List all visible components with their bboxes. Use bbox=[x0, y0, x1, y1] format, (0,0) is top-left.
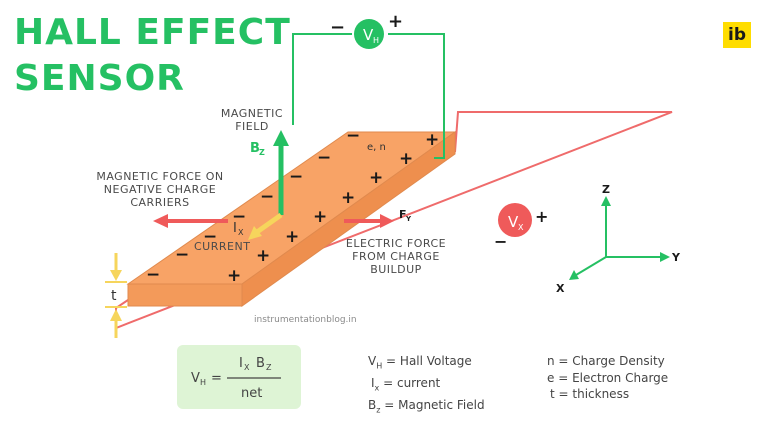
legend-symbol: V bbox=[368, 354, 377, 368]
legend-item: e = Electron Charge bbox=[547, 370, 669, 385]
magnetic-field-line-1: MAGNETIC bbox=[220, 107, 284, 120]
title-line-2: SENSOR bbox=[14, 58, 185, 99]
thickness-label: t bbox=[111, 288, 117, 304]
page-title: HALL EFFECT SENSOR bbox=[14, 10, 291, 102]
minus-charge: − bbox=[232, 207, 246, 227]
minus-charge: − bbox=[146, 265, 160, 285]
ix-sub: X bbox=[238, 228, 244, 237]
vx-minus: − bbox=[494, 232, 507, 251]
legend-text: = Magnetic Field bbox=[380, 397, 485, 412]
formula-num-b-sub: Z bbox=[266, 363, 272, 372]
positive-charges: + + + + + + + + bbox=[227, 130, 439, 286]
ib-logo: ib bbox=[723, 22, 751, 48]
fy-label: F bbox=[399, 208, 407, 221]
axis-z-label: Z bbox=[602, 183, 610, 196]
plus-charge: + bbox=[369, 168, 383, 188]
vx-meter: V X − + bbox=[494, 203, 548, 251]
magnetic-force-label: MAGNETIC FORCE ON NEGATIVE CHARGE CARRIE… bbox=[85, 170, 235, 209]
legend-symbol: B bbox=[368, 397, 377, 412]
plus-charge: + bbox=[341, 188, 355, 208]
formula-lhs-sub: H bbox=[200, 378, 206, 387]
magnetic-field-line-2: FIELD bbox=[235, 120, 269, 133]
axis-y-label: Y bbox=[671, 251, 681, 264]
negative-charges: − − − − − − − − bbox=[146, 126, 360, 285]
legend-item: Ix = current bbox=[368, 375, 485, 397]
plus-charge: + bbox=[425, 130, 439, 150]
formula-num-i: I bbox=[239, 356, 243, 371]
vh-meter-sub: H bbox=[373, 36, 379, 45]
legend-item: t = thickness bbox=[550, 387, 630, 401]
hall-voltage-wire bbox=[292, 33, 445, 159]
vx-meter-sub: X bbox=[518, 223, 524, 232]
ix-label: I bbox=[233, 221, 237, 236]
legend-item: n = Charge Density bbox=[547, 354, 665, 368]
electric-force-arrow bbox=[344, 214, 394, 228]
formula-eq: = bbox=[211, 371, 222, 386]
vh-meter-label: V bbox=[363, 26, 374, 44]
current-arrow bbox=[248, 212, 283, 240]
magnetic-force-line-1: MAGNETIC FORCE ON bbox=[96, 170, 224, 183]
vh-plus: + bbox=[388, 11, 403, 32]
vx-meter-label: V bbox=[508, 213, 519, 231]
fy-sub: Y bbox=[405, 215, 412, 223]
electron-density-label: e, n bbox=[367, 142, 386, 153]
hall-voltage-formula: V H = I X B Z net bbox=[177, 345, 301, 409]
minus-charge: − bbox=[289, 167, 303, 187]
minus-charge: − bbox=[317, 148, 331, 168]
thickness-indicator: t bbox=[105, 253, 127, 338]
formula-canvas: V H = I X B Z net bbox=[191, 356, 281, 401]
magnetic-force-arrow bbox=[153, 214, 228, 228]
legend-sub: x bbox=[374, 383, 380, 393]
plus-charge: + bbox=[285, 227, 299, 247]
plus-charge: + bbox=[256, 246, 270, 266]
legend-item: Bz = Magnetic Field bbox=[368, 397, 485, 419]
bz-sub: Z bbox=[259, 148, 265, 157]
formula-lhs: V bbox=[191, 371, 200, 386]
axis-x-label: X bbox=[556, 282, 565, 295]
magnetic-field-arrow bbox=[273, 130, 289, 215]
watermark: instrumentationblog.in bbox=[254, 315, 357, 325]
minus-charge: − bbox=[346, 126, 360, 146]
legend-sub: z bbox=[376, 405, 381, 415]
magnetic-force-line-2: NEGATIVE CHARGE bbox=[103, 183, 217, 196]
formula-den: net bbox=[241, 386, 262, 401]
vh-meter: V H − + bbox=[330, 11, 403, 49]
plus-charge: + bbox=[399, 149, 413, 169]
legend-item: VH = Hall Voltage bbox=[368, 353, 485, 375]
vx-plus: + bbox=[535, 207, 548, 226]
legend-left: VH = Hall Voltage Ix = current Bz = Magn… bbox=[368, 353, 485, 419]
magnetic-field-label: MAGNETIC FIELD bbox=[212, 107, 292, 133]
plus-charge: + bbox=[227, 266, 241, 286]
title-line-1: HALL EFFECT bbox=[14, 12, 291, 53]
legend-symbol: I bbox=[371, 375, 375, 390]
legend-text: = current bbox=[379, 375, 441, 390]
electric-force-line-2: FROM CHARGE bbox=[352, 250, 440, 263]
coordinate-axes: Z Y X bbox=[556, 183, 681, 295]
electric-force-line-3: BUILDUP bbox=[370, 263, 422, 276]
legend-right: n = Charge Density e = Electron Charge t… bbox=[547, 353, 668, 403]
magnetic-force-line-3: CARRIERS bbox=[130, 196, 190, 209]
legend-text: = Hall Voltage bbox=[382, 354, 472, 368]
plus-charge: + bbox=[313, 207, 327, 227]
vh-minus: − bbox=[330, 17, 345, 38]
electric-force-label: ELECTRIC FORCE FROM CHARGE BUILDUP bbox=[334, 237, 458, 276]
bz-label: B bbox=[250, 141, 260, 156]
minus-charge: − bbox=[203, 227, 217, 247]
minus-charge: − bbox=[175, 245, 189, 265]
formula-num-i-sub: X bbox=[244, 363, 250, 372]
current-label: CURRENT bbox=[194, 240, 251, 253]
legend-sub: H bbox=[376, 361, 383, 371]
formula-num-b: B bbox=[256, 356, 265, 371]
electric-force-line-1: ELECTRIC FORCE bbox=[345, 237, 447, 250]
minus-charge: − bbox=[260, 187, 274, 207]
